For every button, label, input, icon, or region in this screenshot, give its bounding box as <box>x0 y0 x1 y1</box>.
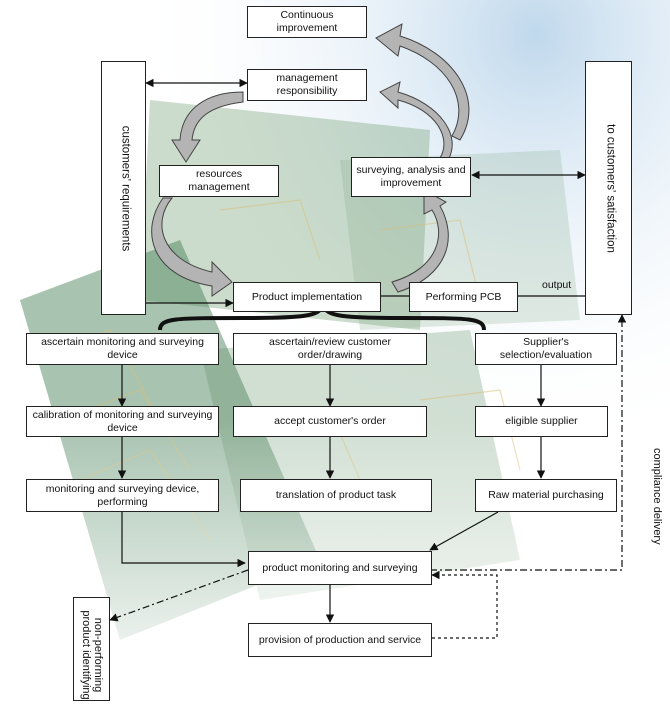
management-responsibility-box: management responsibility <box>247 69 367 101</box>
calibration-box: calibration of monitoring and surveying … <box>26 406 219 437</box>
compliance-delivery-label: compliance delivery <box>651 448 663 545</box>
ascertain-monitoring-box: ascertain monitoring and surveying devic… <box>26 333 219 365</box>
raw-material-box: Raw material purchasing <box>475 479 617 512</box>
non-performing-label-line2: product identifying <box>80 610 92 700</box>
customers-requirements-label: customers' requirements <box>119 125 132 252</box>
translation-task-box: translation of product task <box>240 479 432 512</box>
customers-requirements-box: customers' requirements <box>101 61 146 315</box>
accept-order-box: accept customer's order <box>233 406 427 437</box>
output-label: output <box>542 279 572 291</box>
continuous-improvement-box: Continuous improvement <box>247 6 367 38</box>
customers-satisfaction-label: to customers' satisfaction <box>604 124 617 253</box>
product-implementation-box: Product implementation <box>233 282 381 312</box>
monitoring-performing-box: monitoring and surveying device, perform… <box>26 479 219 512</box>
surveying-analysis-improvement-box: surveying, analysis and improvement <box>351 157 471 197</box>
supplier-selection-box: Supplier's selection/evaluation <box>475 333 617 365</box>
eligible-supplier-box: eligible supplier <box>475 406 608 437</box>
performing-pcb-box: Performing PCB <box>409 282 518 312</box>
ascertain-review-order-box: ascertain/review customer order/drawing <box>233 333 427 365</box>
resources-management-box: resources management <box>159 165 279 197</box>
customers-satisfaction-box: to customers' satisfaction <box>585 61 632 315</box>
provision-box: provision of production and service <box>248 623 432 657</box>
product-monitoring-box: product monitoring and surveying <box>248 551 432 585</box>
non-performing-label-line1: non-performing <box>92 617 104 693</box>
non-performing-product-box: non-performing product identifying <box>73 597 110 701</box>
